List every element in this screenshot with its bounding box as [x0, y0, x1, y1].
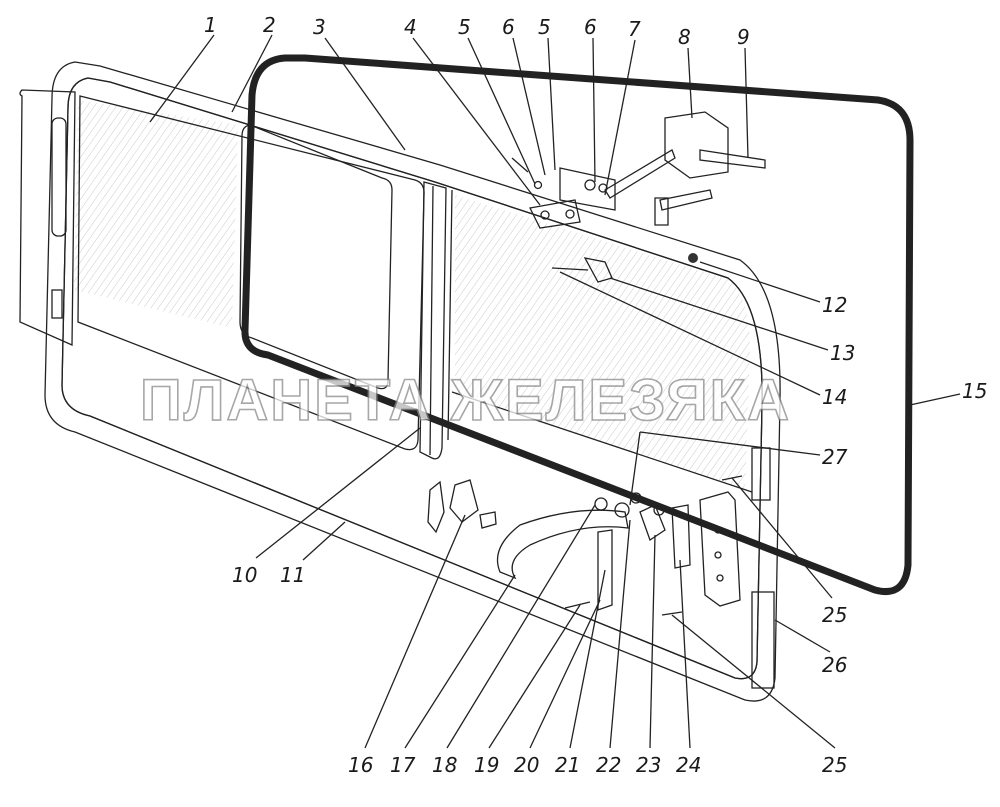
label-19: 19 [474, 753, 499, 777]
glass-hinge-strip [51, 117, 67, 237]
label-21: 21 [555, 753, 580, 777]
label-20: 20 [514, 753, 539, 777]
detached-glass-pane [19, 89, 76, 346]
label-15: 15 [962, 379, 987, 403]
top-bracket-assembly [511, 111, 766, 229]
sliding-glass-frame [77, 95, 425, 451]
label-6a: 6 [502, 15, 515, 39]
label-16: 16 [348, 753, 373, 777]
washer-12 [688, 253, 698, 263]
callout-numbers: 1 2 3 4 5 6 5 6 7 8 9 12 13 14 15 27 10 … [204, 13, 987, 777]
label-22: 22 [596, 753, 621, 777]
label-7: 7 [628, 17, 641, 41]
label-5b: 5 [538, 15, 551, 39]
label-27: 27 [822, 445, 848, 469]
sliding-pane-frame [239, 124, 393, 390]
label-25b: 25 [822, 753, 847, 777]
leader-lines [149, 34, 961, 749]
label-13: 13 [830, 341, 855, 365]
label-24: 24 [676, 753, 701, 777]
label-1: 1 [204, 13, 217, 37]
label-14: 14 [822, 385, 847, 409]
glass-left [74, 100, 238, 328]
label-6b: 6 [584, 15, 597, 39]
label-8: 8 [678, 25, 691, 49]
label-23: 23 [636, 753, 661, 777]
label-9: 9 [737, 25, 750, 49]
center-divider [419, 181, 447, 460]
lock-mechanism [427, 475, 743, 616]
label-25a: 25 [822, 603, 847, 627]
label-10: 10 [232, 563, 257, 587]
label-5a: 5 [458, 15, 471, 39]
label-18: 18 [432, 753, 457, 777]
label-12: 12 [822, 293, 847, 317]
hinge-strip-lower [751, 591, 775, 689]
watermark-text: ПЛАНЕТА ЖЕЛЕЗЯКА [140, 368, 791, 433]
window-frame-outer [44, 61, 781, 702]
label-2: 2 [263, 13, 276, 37]
label-11: 11 [280, 563, 305, 587]
label-17: 17 [390, 753, 416, 777]
glass-right [455, 195, 750, 490]
label-4: 4 [404, 15, 417, 39]
label-26: 26 [822, 653, 847, 677]
label-3: 3 [313, 15, 326, 39]
